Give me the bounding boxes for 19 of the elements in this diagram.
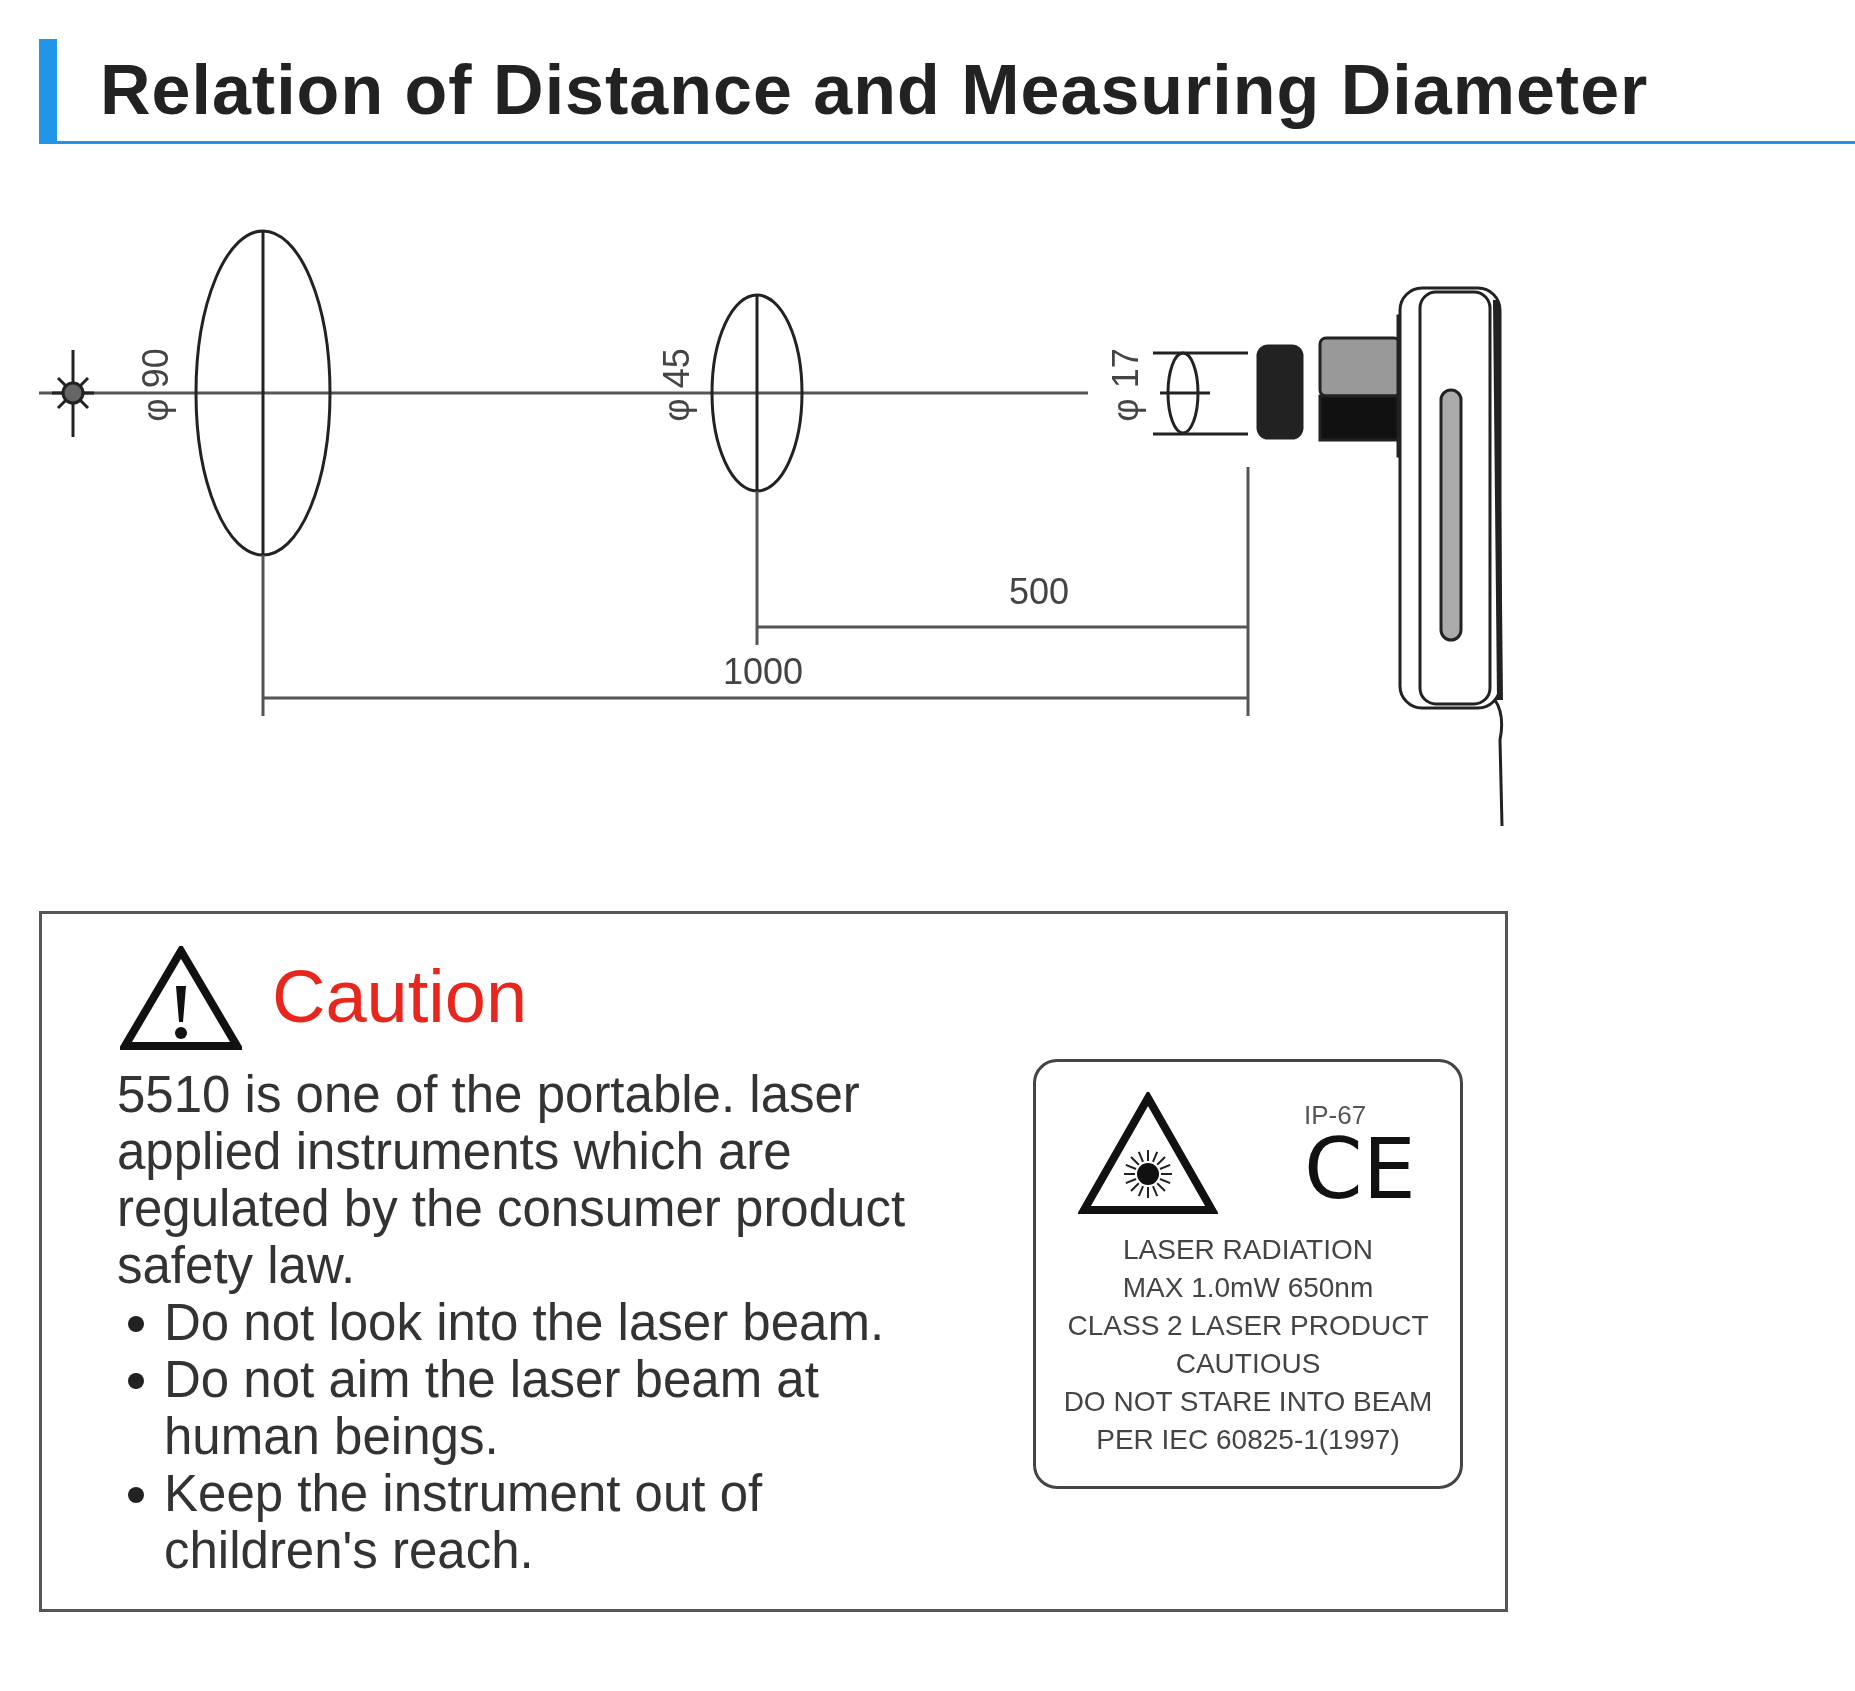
label-text: PER IEC 60825-1(1997) [1095, 1423, 1401, 1457]
title: Relation of Distance and Measuring Diameter [100, 50, 1649, 130]
label-text: DO NOT STARE INTO BEAM [1062, 1385, 1434, 1419]
warning-item: Keep the instrument out of children's reach. [164, 1465, 764, 1579]
dimension-label: 1000 [722, 651, 804, 693]
caution-panel [39, 911, 1508, 1612]
warning-item: Do not aim the laser beam at human beings. [164, 1351, 820, 1465]
label-text: CLASS 2 LASER PRODUCT [1066, 1309, 1430, 1343]
caution-paragraph: 5510 is one of the portable. laser applied instruments which are regulated by the consumer product safety law. [117, 1066, 907, 1294]
laser-warning-label [1033, 1059, 1463, 1489]
label-text: MAX 1.0mW 650nm [1121, 1271, 1375, 1305]
dimension-label: φ 45 [656, 348, 698, 422]
label-text: CAUTIOUS [1174, 1347, 1322, 1381]
dimension-label: φ 17 [1105, 348, 1147, 422]
caution-heading: Caution [272, 954, 528, 1039]
warning-item: Do not look into the laser beam. [164, 1294, 886, 1351]
dimension-label: 500 [1008, 571, 1070, 613]
dimension-label: φ 90 [135, 348, 177, 422]
label-text: LASER RADIATION [1122, 1233, 1374, 1267]
